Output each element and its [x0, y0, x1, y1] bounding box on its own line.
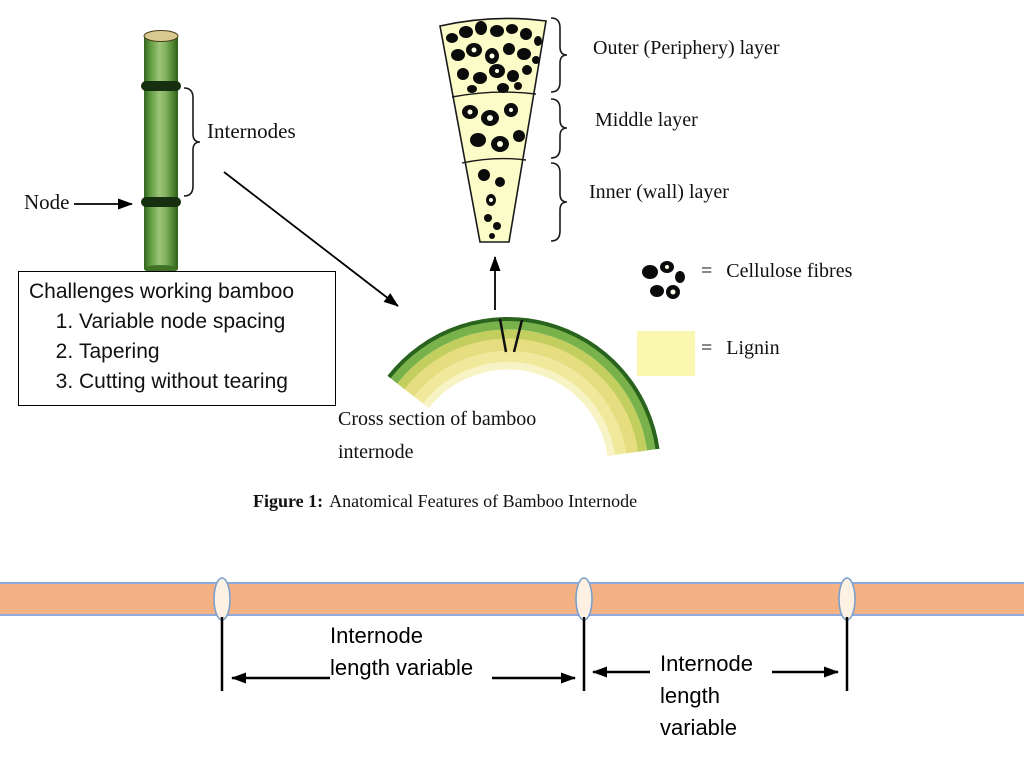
cross-section-label: Cross section of bamboo internode	[338, 403, 536, 469]
sample-notch-line	[498, 318, 508, 353]
equals-sign: =	[701, 337, 713, 359]
cross-section-arc	[387, 317, 660, 457]
node-band	[141, 197, 181, 207]
node-label: Node	[24, 190, 70, 214]
bamboo-wedge-cross-section	[439, 17, 547, 243]
internodes-label: Internodes	[207, 119, 296, 143]
label-line: Internode	[330, 623, 423, 648]
challenges-item: Tapering	[79, 337, 335, 367]
inner-layer-label: Inner (wall) layer	[589, 181, 729, 203]
outer-layer-label: Outer (Periphery) layer	[593, 37, 780, 59]
challenges-box: Challenges working bamboo Variable node …	[18, 271, 336, 406]
culm-node-marker	[838, 577, 856, 621]
fibre-lumen-dots	[467, 47, 513, 202]
culm-bar	[0, 577, 1024, 621]
stalk-to-cross-section-arrow	[223, 171, 399, 307]
challenges-item: Cutting without tearing	[79, 367, 335, 397]
challenges-list: Variable node spacing Tapering Cutting w…	[19, 307, 335, 397]
internode-length-label-right: Internode length variable	[660, 648, 753, 744]
internodes-brace	[183, 87, 201, 197]
challenges-item: Variable node spacing	[79, 307, 335, 337]
equals-sign: =	[701, 260, 713, 282]
label-line: Internode	[660, 651, 753, 676]
middle-layer-label: Middle layer	[595, 109, 698, 131]
cross-section-label-line2: internode	[338, 441, 414, 463]
culm-node-marker	[575, 577, 593, 621]
node-band	[141, 81, 181, 91]
cellulose-text: Cellulose fibres	[726, 260, 853, 282]
culm-node-marker	[213, 577, 231, 621]
label-line: length variable	[330, 655, 474, 680]
label-line: variable	[660, 715, 738, 740]
internode-length-label-left: Internode length variable	[330, 620, 473, 684]
lignin-text: Lignin	[726, 337, 780, 359]
legend-lignin-swatch	[637, 331, 695, 376]
layer-braces	[550, 17, 568, 242]
legend-cellulose-label: = Cellulose fibres	[701, 260, 852, 283]
cellulose-fibre-blobs	[446, 21, 542, 239]
figure-caption-number: Figure 1:	[253, 491, 324, 511]
label-line: length	[660, 683, 720, 708]
layer-divider	[451, 91, 537, 98]
sample-notch-line	[512, 319, 524, 353]
dimension-arrows	[220, 617, 849, 691]
layer-divider	[461, 157, 527, 164]
bamboo-stalk-illustration	[141, 30, 181, 273]
legend-lignin-label: = Lignin	[701, 337, 780, 360]
figure-caption: Figure 1:Anatomical Features of Bamboo I…	[253, 491, 637, 512]
challenges-title: Challenges working bamboo	[29, 280, 294, 303]
cross-section-label-line1: Cross section of bamboo	[338, 408, 537, 430]
legend-cellulose-blobs	[642, 261, 685, 299]
figure-caption-text: Anatomical Features of Bamboo Internode	[329, 491, 638, 511]
